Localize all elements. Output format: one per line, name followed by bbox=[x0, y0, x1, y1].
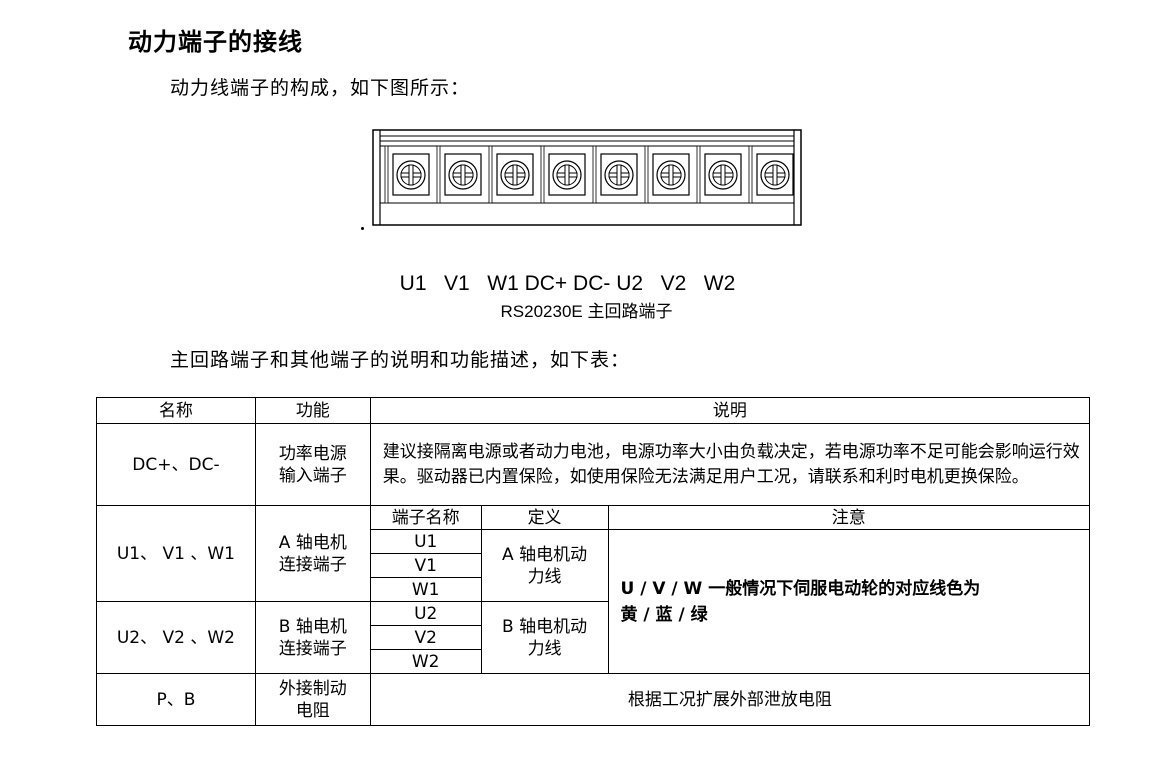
cell-description: 建议接隔离电源或者动力电池，电源功率大小由负载决定，若电源功率不足可能会影响运行… bbox=[369, 423, 1091, 506]
terminal-block-diagram bbox=[372, 129, 802, 226]
cell-name: U2、 V2 、W2 bbox=[96, 601, 256, 674]
header-name: 名称 bbox=[96, 397, 256, 424]
cell-name: P、B bbox=[96, 673, 256, 726]
terminal-spec-table: 名称 功能 说明 DC+、DC- 功率电源输入端子 建议接隔离电源或者动力电池，… bbox=[96, 397, 1091, 726]
cell-terminal: U2 bbox=[369, 601, 482, 626]
cell-definition: A 轴电机动力线 bbox=[480, 529, 609, 602]
terminal-label: DC+ bbox=[524, 272, 568, 295]
cell-function: A 轴电机连接端子 bbox=[254, 505, 371, 602]
table-intro-paragraph: 主回路端子和其他端子的说明和功能描述，如下表： bbox=[170, 349, 631, 371]
table-row: P、B 外接制动电阻 根据工况扩展外部泄放电阻 bbox=[96, 673, 1091, 726]
terminal-label: DC- bbox=[573, 272, 611, 295]
cell-terminal: V2 bbox=[369, 625, 482, 650]
cell-description: 根据工况扩展外部泄放电阻 bbox=[369, 673, 1091, 726]
cell-definition: B 轴电机动力线 bbox=[480, 601, 609, 674]
table-row: DC+、DC- 功率电源输入端子 建议接隔离电源或者动力电池，电源功率大小由负载… bbox=[96, 423, 1091, 506]
intro-paragraph: 动力线端子的构成，如下图所示： bbox=[170, 77, 471, 99]
terminal-label: U2 bbox=[616, 272, 644, 295]
figure-caption: RS20230E 主回路端子 bbox=[500, 302, 673, 321]
subheader-note: 注意 bbox=[607, 505, 1090, 530]
header-function: 功能 bbox=[254, 397, 371, 424]
cell-terminal: W1 bbox=[369, 577, 482, 602]
cell-function: 功率电源输入端子 bbox=[254, 423, 371, 506]
table-row: U1、 V1 、W1 A 轴电机连接端子 端子名称 定义 注意 bbox=[96, 505, 1090, 602]
stray-dot bbox=[361, 227, 364, 230]
terminal-labels: U1 V1 W1 DC+ DC- U2 V2 W2 bbox=[388, 248, 736, 296]
terminal-label: W1 bbox=[487, 272, 519, 295]
cell-function: 外接制动电阻 bbox=[254, 673, 371, 726]
subheader-definition: 定义 bbox=[480, 505, 609, 530]
terminal-label: V1 bbox=[444, 272, 470, 295]
cell-name: U1、 V1 、W1 bbox=[96, 505, 256, 602]
section-heading: 动力端子的接线 bbox=[128, 28, 303, 56]
table-row: V2 bbox=[97, 625, 1090, 650]
terminal-label: V2 bbox=[660, 272, 687, 295]
cell-function: B 轴电机连接端子 bbox=[254, 601, 371, 674]
cell-note: U / V / W 一般情况下伺服电动轮的对应线色为黄 / 蓝 / 绿 bbox=[607, 529, 1090, 674]
cell-terminal: V1 bbox=[369, 553, 482, 578]
terminal-label: W2 bbox=[703, 272, 736, 295]
subheader-terminal-name: 端子名称 bbox=[369, 505, 482, 530]
table-row: U1 A 轴电机动力线 U / V / W 一般情况下伺服电动轮的对应线色为黄 … bbox=[97, 529, 1090, 674]
table-row: W1 bbox=[97, 577, 1090, 602]
terminal-label: U1 bbox=[399, 272, 427, 295]
table-row: V1 bbox=[97, 553, 1090, 578]
header-description: 说明 bbox=[369, 397, 1091, 424]
cell-name: DC+、DC- bbox=[96, 423, 256, 506]
table-header-row: 名称 功能 说明 bbox=[96, 397, 1091, 424]
cell-terminal: U1 bbox=[369, 529, 482, 554]
cell-terminal: W2 bbox=[369, 649, 482, 674]
